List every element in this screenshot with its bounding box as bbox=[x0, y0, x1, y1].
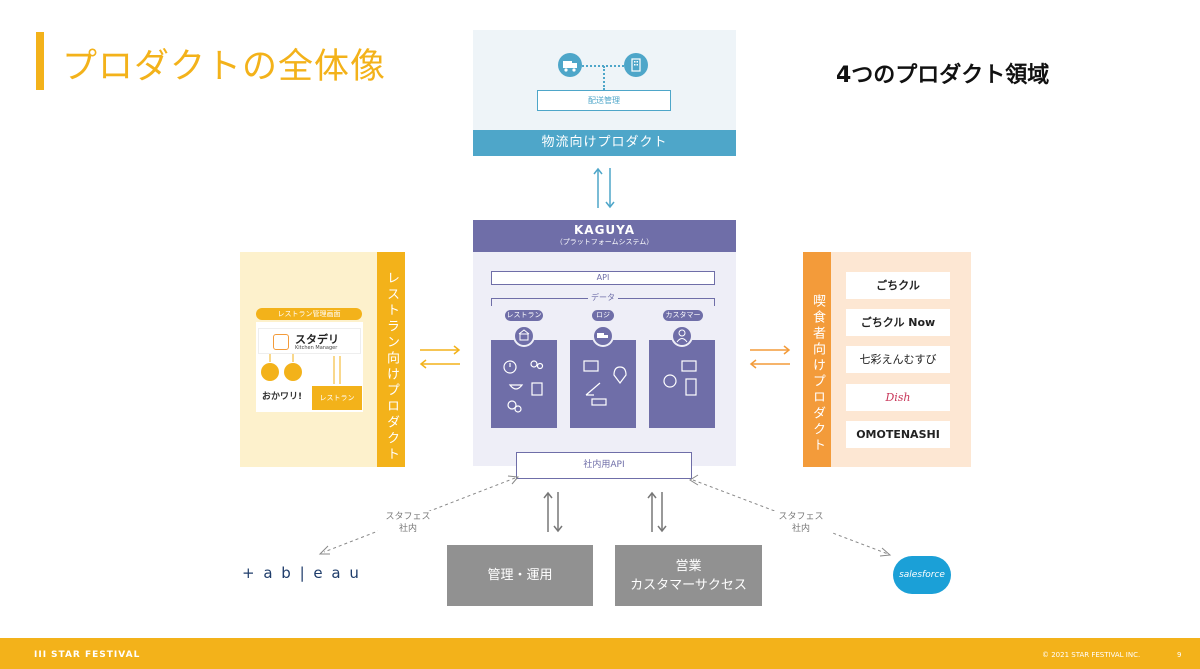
hand-icon bbox=[261, 363, 279, 381]
footer-copyright: © 2021 STAR FESTIVAL INC. bbox=[1042, 651, 1141, 659]
page-subtitle: 4つのプロダクト領域 bbox=[836, 63, 1050, 88]
footer-brand-text: STAR FESTIVAL bbox=[51, 650, 141, 660]
logi-data-icons bbox=[583, 360, 627, 406]
column-label-logi: ロジ bbox=[592, 310, 614, 321]
kaguya-header: KAGUYA （プラットフォームシステム） bbox=[473, 220, 736, 252]
delivery-management-box: 配送管理 bbox=[537, 90, 671, 111]
kaguya-name: KAGUYA bbox=[573, 223, 635, 237]
truck-icon bbox=[558, 53, 582, 77]
kaguya-subtitle: （プラットフォームシステム） bbox=[555, 238, 654, 246]
staff-label-right: スタフェス 社内 bbox=[771, 511, 831, 535]
staff-label-right-line1: スタフェス bbox=[778, 512, 824, 522]
restaurant-data-icons bbox=[503, 360, 544, 413]
page-title: プロダクトの全体像 bbox=[62, 47, 387, 87]
shop-icon bbox=[513, 325, 535, 347]
restaurant-admin-pill: レストラン管理画面 bbox=[256, 308, 362, 320]
staff-label-left-line1: スタフェス bbox=[385, 512, 431, 522]
title-accent-bar bbox=[36, 32, 44, 90]
okawari-logo: おかワリ! bbox=[262, 392, 303, 402]
restaurant-sync-arrows bbox=[419, 345, 461, 369]
sutaderi-logo-box: スタデリ Kitchen Manager bbox=[258, 328, 361, 354]
bottom-sync-arrows bbox=[543, 491, 667, 533]
footer-page-number: 9 bbox=[1177, 651, 1182, 659]
staff-label-right-line2: 社内 bbox=[791, 524, 810, 534]
staff-label-left-line2: 社内 bbox=[398, 524, 417, 534]
sutaderi-sub: Kitchen Manager bbox=[295, 345, 338, 351]
logistics-product-label: 物流向けプロダクト bbox=[473, 130, 736, 156]
truck-small-icon bbox=[592, 325, 614, 347]
consumer-sync-arrows bbox=[749, 345, 791, 369]
sales-box: 営業 カスタマーサクセス bbox=[615, 545, 762, 606]
sutaderi-icon bbox=[273, 334, 289, 350]
restaurant-connectors bbox=[269, 354, 341, 384]
consumer-item-dish: Dish bbox=[846, 384, 950, 411]
logistics-sync-arrows bbox=[593, 167, 615, 209]
api-box: API bbox=[491, 271, 715, 285]
internal-api-box: 社内用API bbox=[516, 452, 692, 479]
footer-bar bbox=[0, 638, 1200, 669]
restaurant-product-label: レストラン向けプロダクト bbox=[377, 252, 405, 467]
consumer-item-gochikuru: ごちクル bbox=[846, 272, 950, 299]
brand-bars-icon: III bbox=[34, 650, 48, 660]
logistics-connector-vertical bbox=[603, 66, 605, 90]
sutaderi-name: スタデリ bbox=[295, 333, 339, 346]
person-icon bbox=[671, 325, 693, 347]
consumer-item-gochikuru-now: ごちクル Now bbox=[846, 309, 950, 336]
tableau-logo: + a b | e a u bbox=[242, 564, 361, 582]
management-box: 管理・運用 bbox=[447, 545, 593, 606]
customer-data-icons bbox=[663, 360, 697, 396]
person-walk-icon bbox=[284, 363, 302, 381]
building-icon bbox=[624, 53, 648, 77]
sales-label: 営業 bbox=[675, 559, 702, 574]
restaurant-small-box: レストラン bbox=[312, 386, 362, 410]
consumer-item-omotenashi: OMOTENASHI bbox=[846, 421, 950, 448]
consumer-product-label: 喫食者向けプロダクト bbox=[803, 252, 831, 467]
staff-label-left: スタフェス 社内 bbox=[378, 511, 438, 535]
column-logi bbox=[570, 340, 636, 428]
customer-success-label: カスタマーサクセス bbox=[630, 578, 747, 593]
column-restaurant bbox=[491, 340, 557, 428]
data-label: データ bbox=[588, 292, 618, 303]
column-customer bbox=[649, 340, 715, 428]
salesforce-logo: salesforce bbox=[893, 556, 951, 594]
consumer-item-nanairo: 七彩えんむすび bbox=[846, 346, 950, 373]
column-label-customer: カスタマー bbox=[663, 310, 703, 321]
column-label-restaurant: レストラン bbox=[505, 310, 543, 321]
